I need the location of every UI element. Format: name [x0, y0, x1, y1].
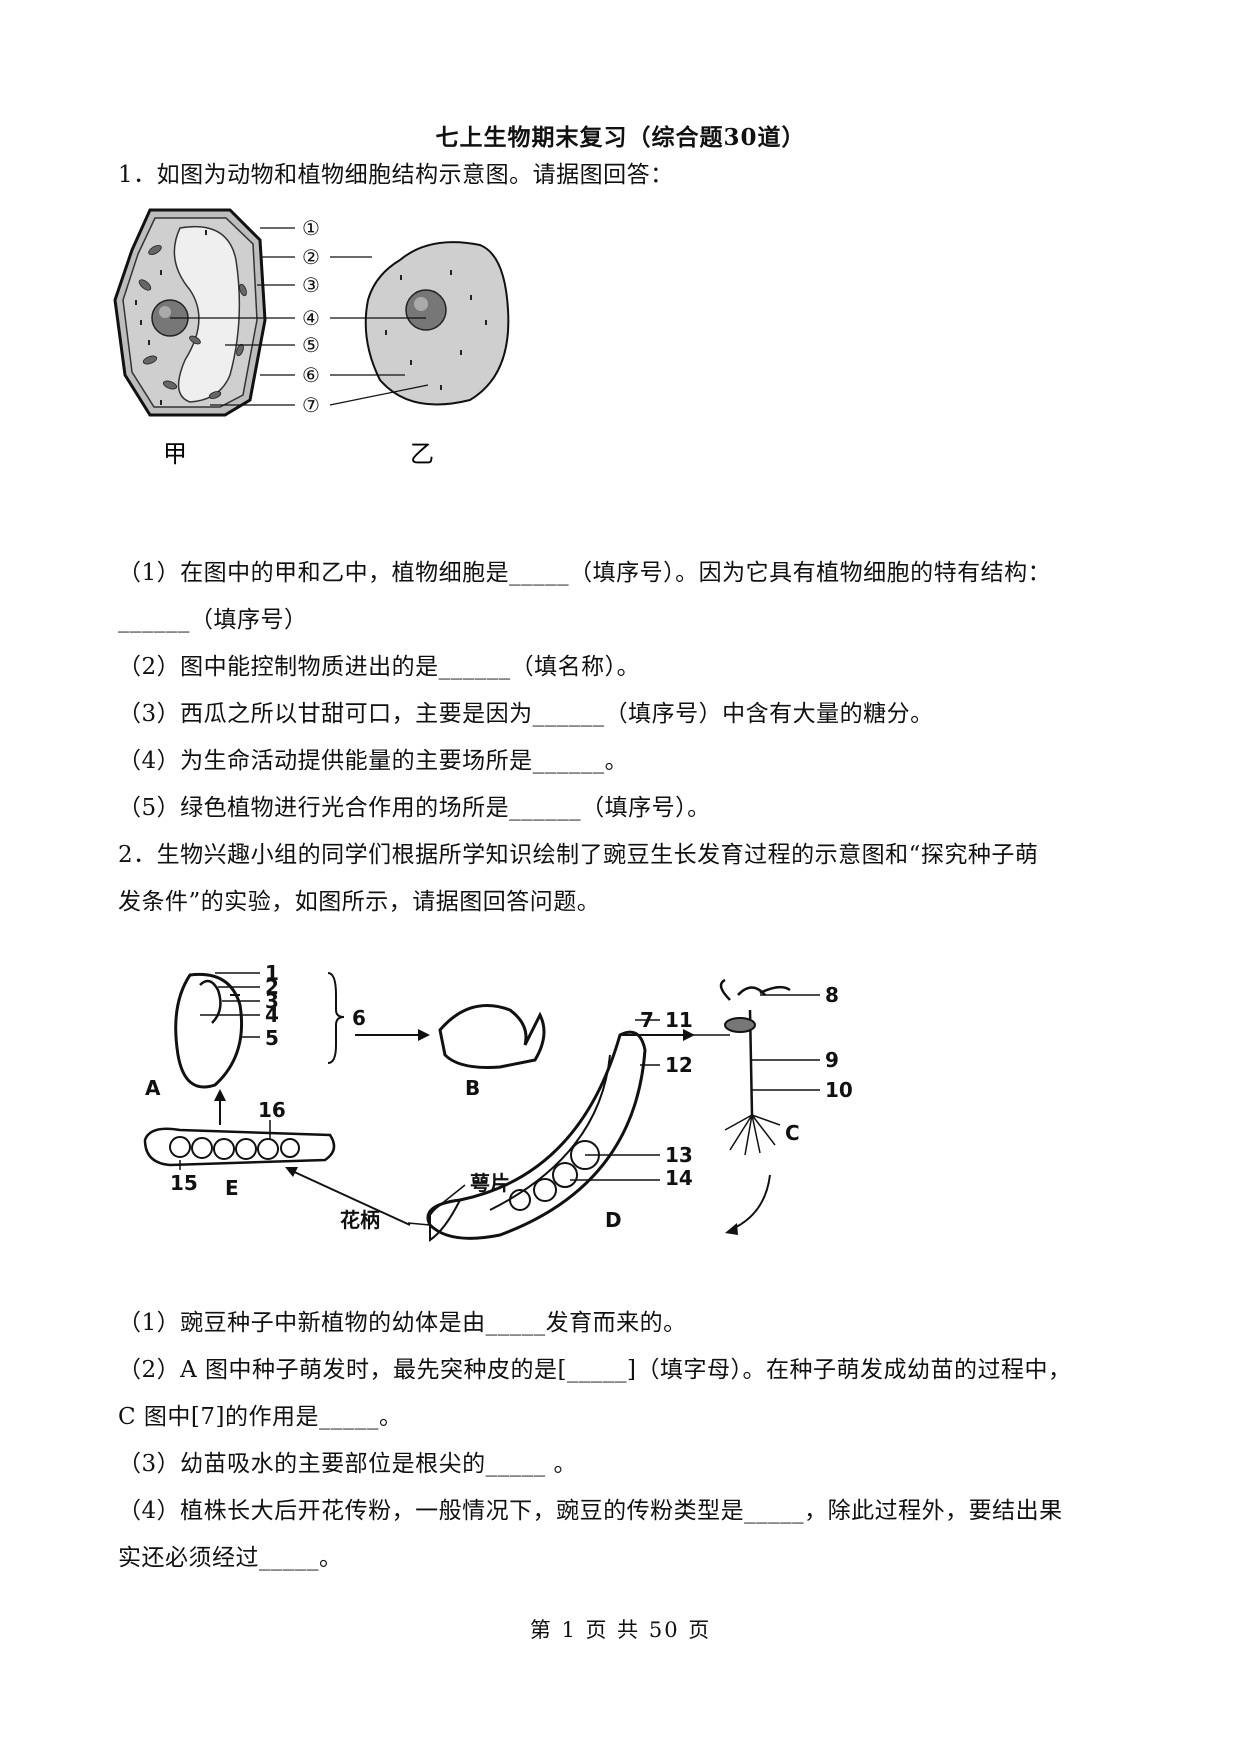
- q1-line-6: （5）绿色植物进行光合作用的场所是______（填序号）。: [118, 795, 711, 821]
- label-pea-4: 4: [265, 1003, 279, 1027]
- q1-line-5: （4）为生命活动提供能量的主要场所是______。: [118, 748, 629, 774]
- q2-line-5: （4）植株长大后开花传粉，一般情况下，豌豆的传粉类型是_____，除此过程外，要…: [118, 1498, 1063, 1524]
- page-title: 七上生物期末复习（综合题30道）: [435, 124, 806, 151]
- letter-c: C: [785, 1121, 800, 1145]
- label-6: ⑥: [302, 363, 320, 387]
- label-flower-stalk: 花柄: [340, 1208, 380, 1232]
- question-1-stem: 1．如图为动物和植物细胞结构示意图。请据图回答：: [118, 162, 674, 188]
- seed-b: [438, 1004, 546, 1069]
- label-pea-15: 15: [170, 1171, 198, 1195]
- label-pea-2: 2: [265, 975, 279, 999]
- label-2: ②: [302, 245, 320, 269]
- label-pea-14: 14: [665, 1166, 693, 1190]
- q1-line-3: （2）图中能控制物质进出的是______（填名称）。: [118, 654, 641, 680]
- letter-a: A: [145, 1076, 161, 1100]
- label-pea-11: 11: [665, 1008, 693, 1032]
- label-pea-7: 7: [640, 1008, 654, 1032]
- q2-line-1: （1）豌豆种子中新植物的幼体是由_____发育而来的。: [118, 1310, 687, 1336]
- q1-line-1: （1）在图中的甲和乙中，植物细胞是_____（填序号）。因为它具有植物细胞的特有…: [118, 560, 1052, 586]
- label-pea-13: 13: [665, 1143, 693, 1167]
- label-5: ⑤: [302, 333, 320, 357]
- label-pea-5: 5: [265, 1026, 279, 1050]
- label-3: ③: [302, 273, 320, 297]
- q2-line-6: 实还必须经过_____。: [118, 1545, 343, 1571]
- label-jia: 甲: [163, 440, 187, 468]
- label-pea-8: 8: [825, 983, 839, 1007]
- page-footer: 第 1 页 共 50 页: [529, 1618, 712, 1642]
- q2-line-3: C 图中[7]的作用是_____。: [118, 1404, 403, 1430]
- label-pea-10: 10: [825, 1078, 853, 1102]
- label-pea-9: 9: [825, 1048, 839, 1072]
- seed-a: [174, 972, 244, 1089]
- label-4: ④: [302, 306, 320, 330]
- pod-e: [143, 1127, 336, 1167]
- label-pea-12: 12: [665, 1053, 693, 1077]
- cell-structure-figure: ① ② ③ ④ ⑤ ⑥ ⑦ 甲 乙: [113, 208, 510, 468]
- label-7: ⑦: [302, 393, 320, 417]
- label-pea-1: 1: [265, 961, 279, 985]
- q2-line-2: （2）A 图中种子萌发时，最先突种皮的是[_____]（填字母）。在种子萌发成幼…: [118, 1357, 1072, 1383]
- letter-d: D: [605, 1208, 622, 1232]
- pea-life-cycle-figure: 1 2 3 4 5 6 7 8 9 10 11 12 13 14 15 16 A…: [143, 961, 853, 1242]
- label-pea-16: 16: [258, 1098, 286, 1122]
- letter-b: B: [465, 1076, 480, 1100]
- pod-d: [426, 1030, 647, 1240]
- q1-line-4: （3）西瓜之所以甘甜可口，主要是因为______（填序号）中含有大量的糖分。: [118, 701, 934, 727]
- label-pea-3: 3: [265, 989, 279, 1013]
- label-pea-6: 6: [352, 1006, 366, 1030]
- animal-nucleus: [405, 289, 447, 331]
- vacuole: [173, 225, 241, 403]
- q2-line-4: （3）幼苗吸水的主要部位是根尖的_____ 。: [118, 1451, 577, 1477]
- question-2-stem-2: 发条件”的实验，如图所示，请据图回答问题。: [118, 889, 601, 915]
- letter-e: E: [225, 1176, 239, 1200]
- label-1: ①: [302, 216, 320, 240]
- q1-line-2: ______（填序号）: [118, 607, 308, 633]
- label-sepal: 萼片: [470, 1171, 510, 1195]
- label-yi: 乙: [410, 440, 434, 468]
- question-2-stem-1: 2．生物兴趣小组的同学们根据所学知识绘制了豌豆生长发育过程的示意图和“探究种子萌: [118, 842, 1039, 868]
